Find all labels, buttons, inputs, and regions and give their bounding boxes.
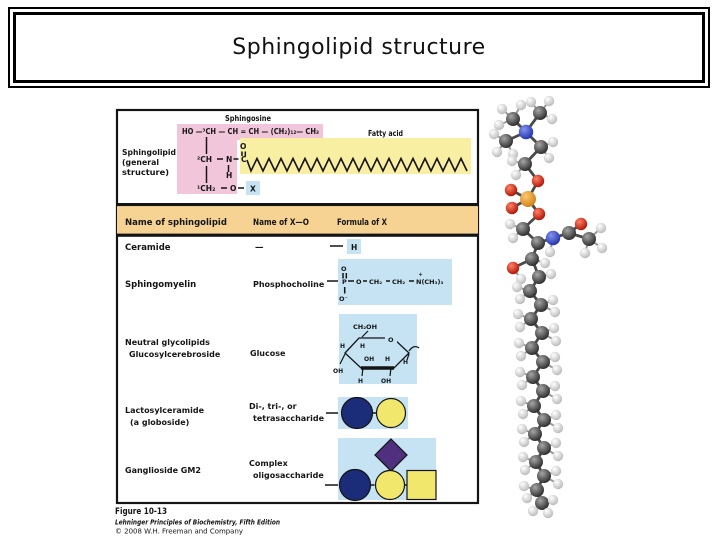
- table-divider-top: [117, 203, 478, 207]
- glucose-ring-o: O: [388, 336, 394, 344]
- sphingosine-formula-row1: HO —³CH — CH = CH — (CH₂)₁₂— CH₃: [182, 127, 319, 136]
- structure-x: X: [250, 185, 256, 194]
- sphingosine-highlight-top: [177, 124, 323, 140]
- ring-o-background: [385, 334, 397, 343]
- phosphocholine-bonds: [327, 273, 414, 294]
- structure-carbonyl-o: O: [240, 142, 246, 151]
- row-name: Ganglioside GM2: [125, 466, 201, 475]
- table-row-ceramide: Ceramide — H: [125, 239, 361, 254]
- structure-amide-n: N: [226, 155, 232, 164]
- formula-o: O: [356, 278, 362, 286]
- structure-head-o: O: [230, 184, 236, 193]
- table-header-band: [117, 206, 478, 234]
- table-row-glucosylcerebroside: Neutral glycolipids Glucosylcerebroside …: [125, 314, 420, 385]
- structure-carbonyl-c: C: [241, 155, 247, 164]
- glucose-ch2oh: CH₂OH: [353, 323, 377, 331]
- sugar-square-yellow: [406, 469, 437, 501]
- table-row-ganglioside-gm2: Ganglioside GM2 Complex oligosaccharide: [125, 438, 437, 502]
- header-formula-of-x: Formula of X: [337, 218, 387, 228]
- copyright-line: © 2008 W.H. Freeman and Company: [115, 528, 243, 536]
- row-name: Neutral glycolipids: [125, 338, 210, 347]
- sugar-circle-yellow: [374, 469, 406, 501]
- row-xname: Phosphocholine: [253, 280, 325, 289]
- table-row-lactosylceramide: Lactosylceramide (a globoside) Di-, tri-…: [125, 396, 408, 430]
- slide-title-inner-border: Sphingolipid structure: [13, 12, 705, 83]
- structure-side-label-3: structure): [122, 168, 169, 177]
- glucose-h: H: [403, 359, 408, 366]
- glucose-h: H: [340, 343, 345, 350]
- row-xname: Complex: [249, 459, 289, 468]
- structure-c2: ²CH: [197, 155, 212, 164]
- formula-p: P: [342, 278, 347, 286]
- formula-ch2a: CH₂: [369, 278, 382, 286]
- sugar-circle-navy: [338, 468, 372, 502]
- glucose-oh: OH: [364, 356, 374, 363]
- glucose-h: H: [360, 343, 365, 350]
- structure-bonds: [205, 137, 247, 189]
- figure-number: Figure 10-13: [115, 507, 167, 517]
- glucose-h: H: [385, 356, 390, 363]
- row-name-2: (a globoside): [130, 418, 189, 427]
- slide-title: Sphingolipid structure: [232, 35, 486, 60]
- formula-n-ch3: N(CH₃)₃: [416, 278, 443, 286]
- sugar-circle-navy: [340, 396, 374, 430]
- slide-title-box: Sphingolipid structure: [8, 7, 710, 88]
- structure-c1: ¹CH₂: [197, 184, 215, 193]
- structure-side-label-2: (general: [122, 158, 159, 167]
- anomeric-bond-squiggle: [408, 345, 420, 352]
- table-divider-bottom: [117, 233, 478, 237]
- row-xname: —: [255, 243, 264, 253]
- glucose-oh: OH: [333, 368, 343, 375]
- glucose-h: H: [358, 378, 363, 385]
- row-xname-2: tetrasaccharide: [253, 414, 325, 423]
- table-header: Name of sphingolipid Name of X—O Formula…: [117, 203, 478, 237]
- formula-h: H: [351, 243, 357, 252]
- formula-highlight-box: [338, 259, 452, 305]
- formula-o-top: O: [341, 265, 347, 273]
- formula-n-plus: +: [419, 272, 423, 278]
- table-row-sphingomyelin: Sphingomyelin Phosphocholine P O CH₂ CH₂…: [125, 259, 452, 305]
- row-name: Lactosylceramide: [125, 406, 205, 415]
- fatty-acid-chain-zigzag: [246, 156, 468, 174]
- glucose-oh: OH: [381, 378, 391, 385]
- header-name-of-sphingolipid: Name of sphingolipid: [125, 218, 227, 228]
- fatty-acid-label: Fatty acid: [368, 129, 403, 138]
- structure-side-label-1: Sphingolipid: [122, 148, 176, 157]
- sphingosine-label: Sphingosine: [225, 114, 271, 123]
- row-name-2: Glucosylcerebroside: [129, 350, 221, 359]
- row-xname: Di-, tri-, or: [249, 402, 297, 411]
- figure-caption: Figure 10-13 Lehninger Principles of Bio…: [115, 507, 280, 536]
- book-title: Lehninger Principles of Biochemistry, Fi…: [115, 519, 280, 527]
- row-name: Ceramide: [125, 243, 171, 253]
- row-xname-2: oligosaccharide: [253, 471, 324, 480]
- formula-o-bottom: O⁻: [339, 295, 348, 303]
- x-highlight-box: [246, 181, 260, 195]
- formula-ch2b: CH₂: [392, 278, 405, 286]
- structure-amide-h: H: [226, 171, 232, 180]
- glucose-ring: [339, 330, 420, 377]
- formula-highlight-box: [347, 239, 361, 254]
- header-name-of-x-o: Name of X—O: [253, 218, 309, 228]
- general-structure-section: Sphingosine Fatty acid Sphingolipid (gen…: [122, 114, 471, 195]
- molecule-3d-model: [488, 95, 608, 519]
- row-name: Sphingomyelin: [125, 280, 196, 290]
- sugar-circle-yellow: [375, 397, 407, 429]
- row-xname: Glucose: [250, 349, 286, 358]
